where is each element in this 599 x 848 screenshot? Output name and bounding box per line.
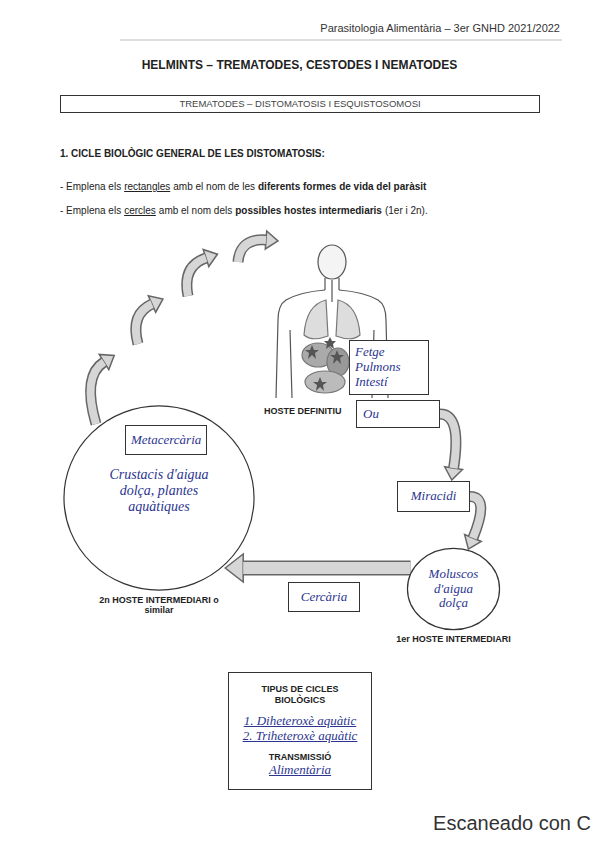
instruction-text: amb el nom de les [173, 181, 255, 192]
stage-box: Ou [356, 400, 440, 428]
node-content: Metacercària [126, 426, 206, 454]
arrow-outline [243, 561, 410, 576]
node-content: Miracidi [398, 482, 469, 511]
node-text: Crustacis d'aigua dolça, plantes aquàtiq… [95, 467, 223, 515]
instruction-text: diferents formes de vida del paràsit [258, 181, 426, 192]
instruction-text: possibles hostes intermediaris [235, 205, 382, 216]
node-text: 2. Triheteroxè aquàtic [243, 729, 358, 744]
organ-box: Fetge Pulmons Intestí [349, 340, 429, 395]
arrow-outline [440, 414, 456, 468]
page-title: HELMINTS – TREMATODES, CESTODES I NEMATO… [0, 58, 599, 72]
node-text: Alimentària [269, 763, 331, 778]
node-text: TIPUS DE CICLES BIOLÒGICS [252, 684, 348, 706]
node-content: Cercària [289, 583, 359, 611]
page-header: Parasitologia Alimentària – 3er GNHD 202… [320, 22, 560, 34]
arrow-shaft [440, 414, 456, 468]
node-text: TRANSMISSIÓ [269, 752, 332, 763]
arrow-shaft [243, 562, 410, 574]
instruction-text: - Emplena els [60, 181, 121, 192]
node-content: Ou [357, 401, 439, 427]
return-arrows [91, 231, 278, 424]
stage-box: Metacercària [125, 425, 207, 455]
instruction-text: (1er i 2n). [385, 205, 428, 216]
arrow-outline [470, 497, 481, 539]
instruction-text: cercles [124, 205, 156, 216]
section-band: TREMATODES – DISTOMATOSIS I ESQUISTOSOMO… [60, 95, 540, 113]
host-caption: 2n HOSTE INTERMEDIARI o similar [97, 595, 222, 615]
node-text: Cercària [301, 590, 347, 605]
header-rule [120, 40, 562, 41]
arrow-head [445, 467, 463, 480]
node-text: Fetge Pulmons Intestí [355, 345, 423, 390]
instruction-line: - Emplena elsrectanglesamb el nom de les… [60, 181, 429, 192]
parasite-stars [305, 337, 344, 391]
stage-box: Miracidi [397, 481, 470, 512]
node-content: TREMATODES – DISTOMATOSIS I ESQUISTOSOMO… [61, 96, 539, 112]
node-text: TREMATODES – DISTOMATOSIS I ESQUISTOSOMO… [179, 96, 420, 112]
instruction-text: - Emplena els [60, 205, 121, 216]
cycle-arrow [440, 414, 462, 480]
instruction-line: - Emplena elscerclesamb el nom delspossi… [60, 205, 431, 216]
host-label: HOSTE DEFINITIU [262, 406, 344, 416]
node-content: Moluscos d'aigua dolça [407, 548, 500, 630]
instruction-text: rectangles [124, 181, 170, 192]
node-content: Fetge Pulmons Intestí [350, 341, 428, 394]
host-circle: Moluscos d'aigua dolça1er HOSTE INTERMED… [407, 548, 500, 630]
node-text: Moluscos d'aigua dolça [419, 567, 488, 612]
stage-box: Cercària [288, 582, 360, 612]
node-text: 1. Diheteroxè aquàtic [244, 714, 357, 729]
node-content: TIPUS DE CICLES BIOLÒGICS 1. Diheteroxè a… [229, 673, 371, 789]
node-text: Metacercària [131, 433, 201, 448]
arrow-shaft [470, 497, 481, 539]
cycle-info-box: TIPUS DE CICLES BIOLÒGICS 1. Diheteroxè a… [228, 672, 372, 790]
instruction-text: amb el nom dels [159, 205, 232, 216]
host-caption: 1er HOSTE INTERMEDIARI [396, 634, 511, 644]
node-text: Miracidi [411, 489, 457, 504]
node-text: Ou [363, 407, 379, 422]
scanner-watermark: Escaneado con C [433, 812, 591, 835]
host-circle: Crustacis d'aigua dolça, plantes aquàtiq… [63, 405, 255, 591]
cycle-arrow [225, 554, 410, 582]
section-heading: 1. CICLE BIOLÒGIC GENERAL DE LES DISTOMA… [60, 148, 325, 159]
